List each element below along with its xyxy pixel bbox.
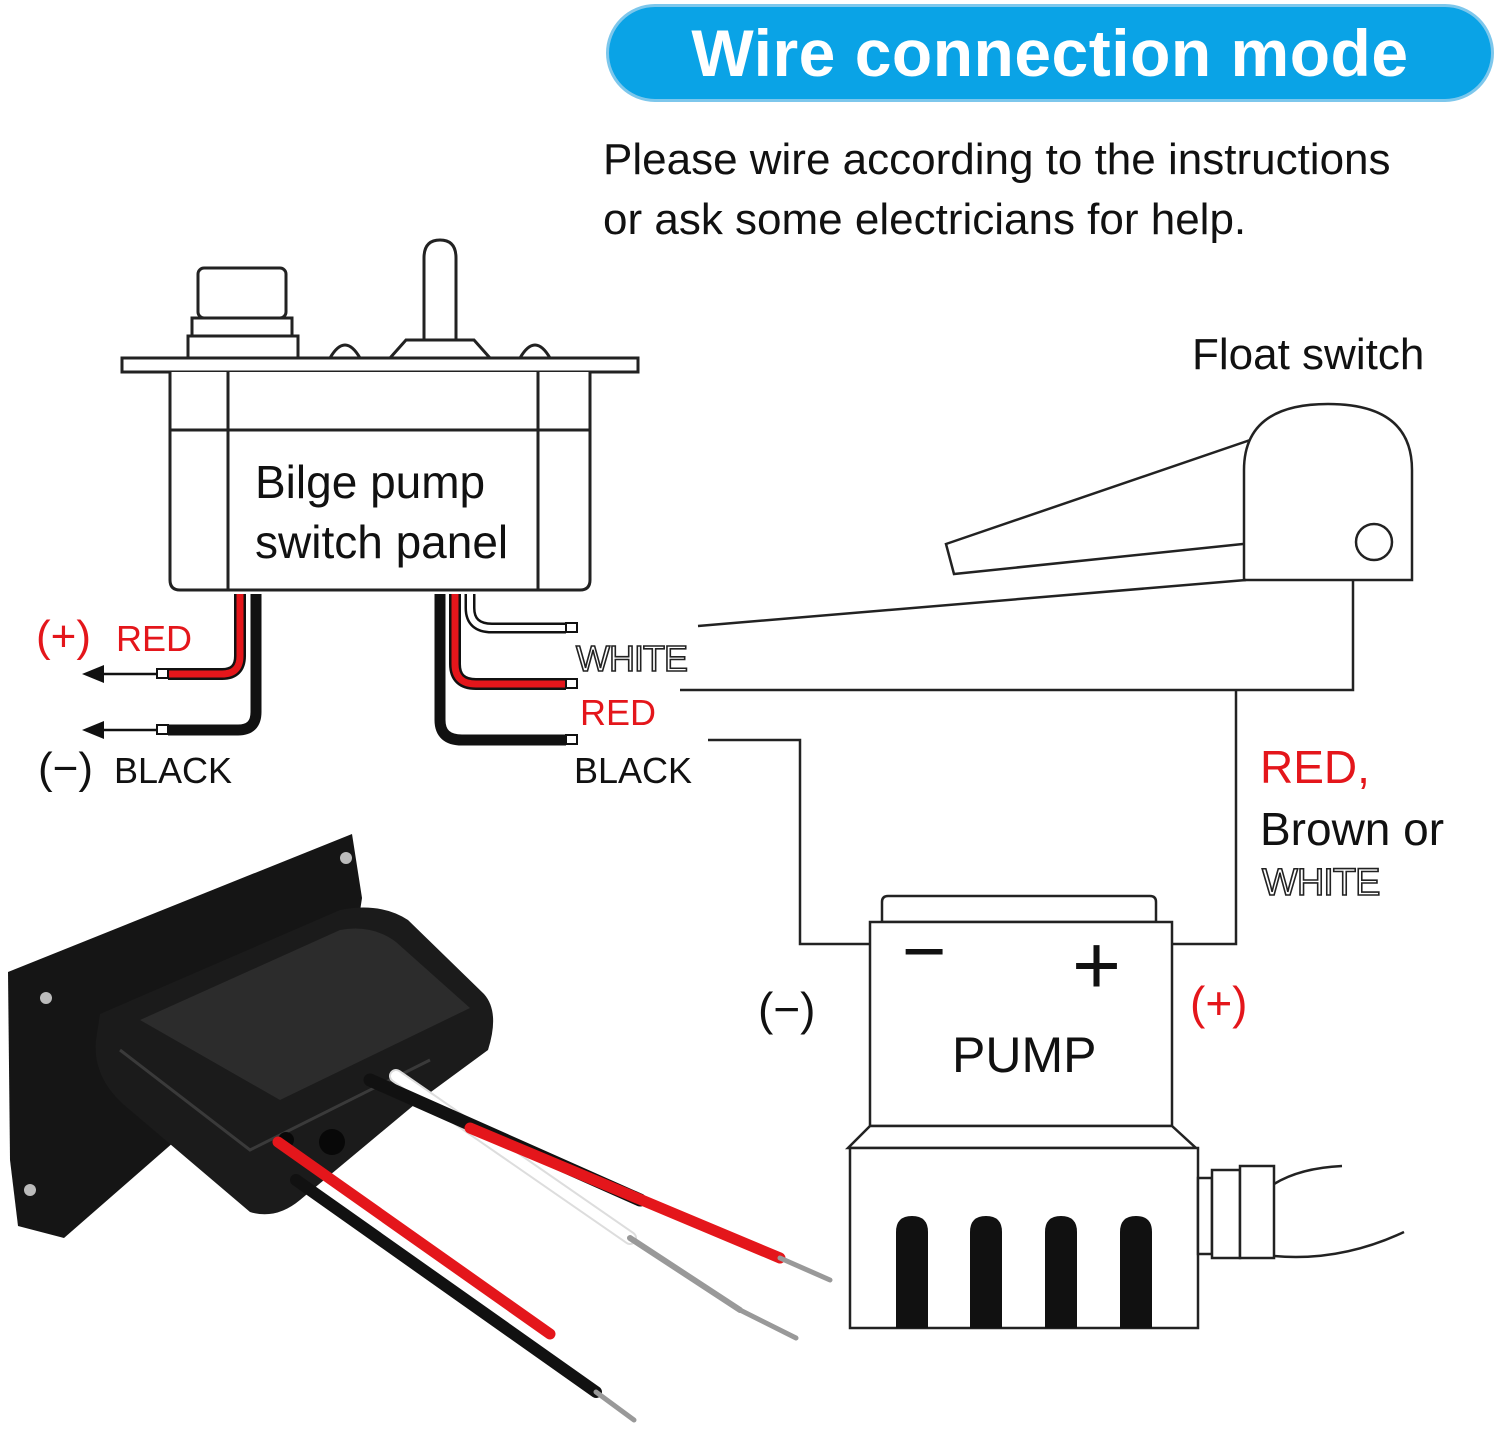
float-switch-drawing <box>944 402 1414 582</box>
white-wire <box>467 594 566 631</box>
photo-red-upper-wire <box>464 1122 786 1264</box>
pump-wire-note-line1: RED, <box>1260 741 1370 793</box>
switch-panel-label: Bilge pump switch panel <box>255 452 508 572</box>
white-to-float-line <box>697 578 1247 628</box>
pump-positive-terminal: (+) <box>1190 977 1248 1029</box>
page-title: Wire connection mode <box>691 16 1409 90</box>
toggle-lever <box>422 238 458 340</box>
led-right <box>518 343 552 359</box>
left-negative-sign: (−) <box>38 744 93 793</box>
left-wires <box>82 594 262 739</box>
push-button-collar <box>190 316 294 338</box>
switch-panel-label-line2: switch panel <box>255 516 509 568</box>
intake-slot <box>970 1216 1002 1328</box>
pump-wire-note-line3: WHITE <box>1261 861 1381 905</box>
right-red-wire <box>451 594 566 688</box>
photo-black-lower-wire <box>290 1174 602 1398</box>
pump-top-cap <box>880 894 1158 924</box>
right-black-label: BLACK <box>574 750 693 791</box>
instructions-line-2: or ask some electricians for help. <box>603 195 1247 244</box>
switch-panel-label-line1: Bilge pump <box>255 456 486 508</box>
pump-label: PUMP <box>952 1027 1097 1083</box>
red-to-float-line <box>680 580 1355 692</box>
left-positive-sign: (+) <box>36 612 91 661</box>
left-red-label: RED <box>116 618 193 659</box>
black-to-pump-neg-line <box>708 738 870 946</box>
push-button-cap <box>196 266 288 320</box>
float-pivot <box>1354 522 1394 562</box>
switch-panel-drawing <box>120 238 640 592</box>
pump-plus-sign: + <box>1072 918 1122 1012</box>
right-red-label: RED <box>580 692 657 733</box>
pump-negative-terminal: (−) <box>758 983 816 1035</box>
left-red-wire <box>168 594 244 678</box>
white-wire-outline <box>464 594 566 634</box>
white-wire-label: WHITE <box>575 637 689 680</box>
pump-ledge <box>844 1124 1200 1150</box>
float-arm <box>944 434 1264 576</box>
led-left <box>328 343 362 359</box>
right-black-wire <box>434 594 566 746</box>
float-switch-label: Float switch <box>1192 330 1425 379</box>
float-to-pump-pos-line <box>1172 690 1238 946</box>
push-button-base <box>186 334 300 360</box>
pump-minus-sign: − <box>902 909 947 994</box>
pump-outlet-hose-top <box>1273 1164 1343 1186</box>
left-black-wire <box>168 594 262 736</box>
instructions-text: Please wire according to the instruction… <box>603 130 1391 250</box>
photo-red-lower-wire <box>272 1136 556 1340</box>
intake-slot <box>896 1216 928 1328</box>
panel-flange <box>120 356 640 374</box>
connection-lines <box>680 578 1355 946</box>
pump-intake-slots <box>896 1216 1152 1328</box>
intake-slot <box>1120 1216 1152 1328</box>
pump-outlet-hose-bottom <box>1273 1230 1405 1259</box>
instructions-line-1: Please wire according to the instruction… <box>603 135 1391 184</box>
left-black-label: BLACK <box>114 750 233 791</box>
title-banner: Wire connection mode <box>606 4 1494 102</box>
panel-housing <box>168 372 592 592</box>
pump-wire-note-line2: Brown or <box>1260 803 1445 855</box>
product-photo <box>8 834 833 1423</box>
toggle-base <box>386 338 494 360</box>
intake-slot <box>1045 1216 1077 1328</box>
right-wires <box>434 594 578 746</box>
